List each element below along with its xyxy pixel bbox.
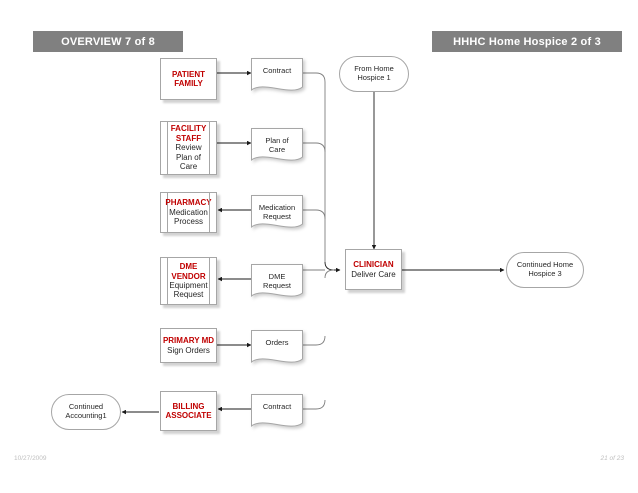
role-box-pharmacy[interactable]: PHARMACY Medication Process: [160, 192, 217, 233]
document-plan-of-care[interactable]: Plan of Care: [251, 128, 303, 166]
role-sub-line: Request: [173, 290, 204, 300]
role-sub-line: Sign Orders: [167, 345, 210, 355]
role-box-patient-family[interactable]: PATIENT FAMILY: [160, 58, 217, 100]
role-title-line: VENDOR: [171, 271, 206, 281]
footer-date: 10/27/2009: [14, 455, 47, 462]
document-dme-request[interactable]: DME Request: [251, 264, 303, 302]
clinician-subtitle: Deliver Care: [351, 269, 396, 279]
title-banner: HHHC Home Hospice 2 of 3: [432, 31, 622, 52]
role-box-facility-staff[interactable]: FACILITY STAFF Review Plan of Care: [160, 121, 217, 175]
role-sub-line: Plan of: [176, 152, 201, 162]
role-sub-line: Care: [179, 162, 198, 172]
overview-banner: OVERVIEW 7 of 8: [33, 31, 183, 52]
role-box-billing-associate[interactable]: BILLING ASSOCIATE: [160, 391, 217, 431]
role-box-primary-md[interactable]: PRIMARY MD Sign Orders: [160, 328, 217, 363]
terminator-label-line: Continued Home: [516, 260, 574, 270]
terminator-continued-home-hospice-3[interactable]: Continued Home Hospice 3: [506, 252, 584, 288]
document-contract-top[interactable]: Contract: [251, 58, 303, 96]
role-title-line: FAMILY: [174, 79, 203, 88]
terminator-label-line: Hospice 3: [528, 269, 562, 278]
terminator-label-line: Accounting1: [65, 411, 107, 420]
role-sub-line: Review: [175, 143, 202, 153]
connector-documents-trunk-to-clinician: [303, 72, 341, 410]
clinician-title: CLINICIAN: [353, 260, 394, 270]
role-box-dme-vendor[interactable]: DME VENDOR Equipment Request: [160, 257, 217, 305]
role-title-line: STAFF: [175, 133, 202, 143]
role-title-line: FACILITY: [170, 124, 207, 134]
role-title-line: PHARMACY: [165, 198, 212, 208]
role-sub-line: Equipment: [169, 281, 208, 290]
role-title-line: BILLING: [172, 401, 205, 411]
terminator-label-line: From Home: [354, 64, 394, 74]
document-contract-bottom[interactable]: Contract: [251, 394, 303, 432]
terminator-label-line: Continued: [68, 402, 104, 412]
document-medication-request[interactable]: Medication Request: [251, 195, 303, 233]
footer-page-number: 21 of 23: [600, 455, 625, 462]
document-orders[interactable]: Orders: [251, 330, 303, 368]
terminator-from-home-hospice-1[interactable]: From Home Hospice 1: [339, 56, 409, 92]
role-title-line: PRIMARY MD: [162, 336, 215, 346]
terminator-label-line: Hospice 1: [357, 73, 391, 82]
role-sub-line: Medication: [169, 207, 208, 217]
role-box-clinician[interactable]: CLINICIAN Deliver Care: [345, 249, 402, 290]
role-title-line: PATIENT: [171, 69, 206, 79]
role-title-line: DME: [179, 262, 198, 272]
role-sub-line: Process: [174, 217, 203, 227]
role-title-line: ASSOCIATE: [165, 411, 212, 420]
terminator-continued-accounting-1[interactable]: Continued Accounting1: [51, 394, 121, 430]
